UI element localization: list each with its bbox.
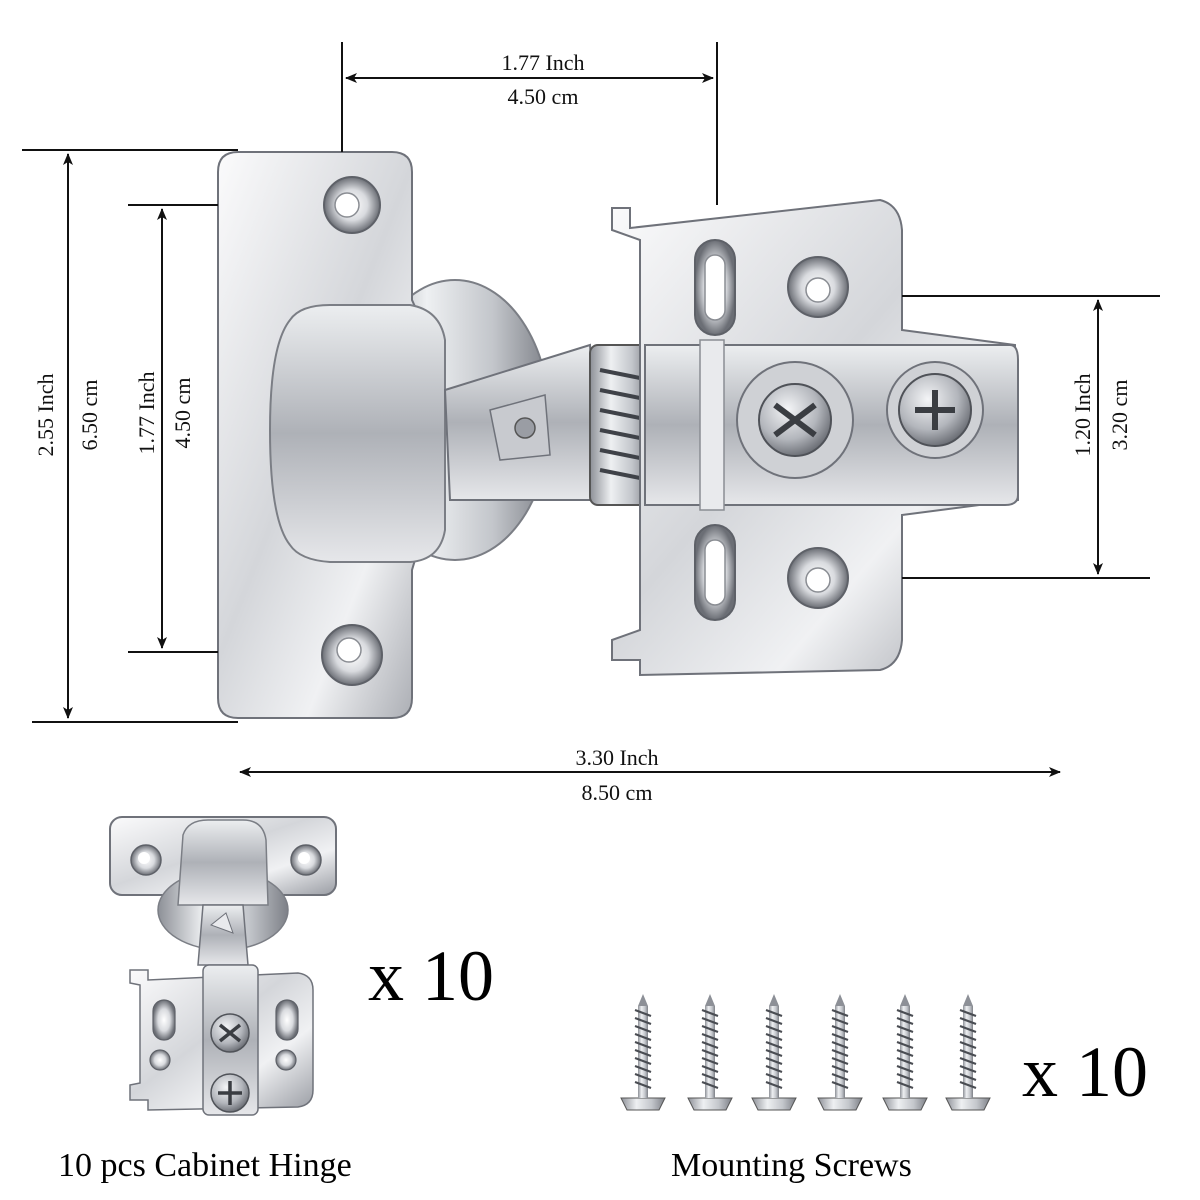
plate-height-cm-label: 3.20 cm	[1107, 379, 1132, 451]
main-hinge-image	[217, 151, 1020, 719]
screw-quantity: x 10	[1022, 1032, 1148, 1112]
hinge-caption: 10 pcs Cabinet Hinge	[58, 1147, 352, 1184]
dimension-lines	[22, 42, 1160, 777]
plate-height-inch-label: 1.20 Inch	[1070, 373, 1095, 457]
overall-height-cm-label: 6.50 cm	[77, 379, 102, 451]
top-width-cm-label: 4.50 cm	[507, 84, 579, 109]
top-width-inch-label: 1.77 Inch	[501, 50, 585, 75]
mounting-screw-icon	[619, 992, 992, 1112]
screw-caption: Mounting Screws	[671, 1147, 912, 1184]
overall-height-inch-label: 2.55 Inch	[33, 373, 58, 457]
hole-spacing-cm-label: 4.50 cm	[170, 377, 195, 449]
hinge-quantity: x 10	[368, 936, 494, 1016]
overall-length-cm-label: 8.50 cm	[581, 780, 653, 805]
hole-spacing-inch-label: 1.77 Inch	[134, 371, 159, 455]
overall-length-inch-label: 3.30 Inch	[575, 745, 659, 770]
cabinet-hinge-icon	[109, 816, 337, 1116]
